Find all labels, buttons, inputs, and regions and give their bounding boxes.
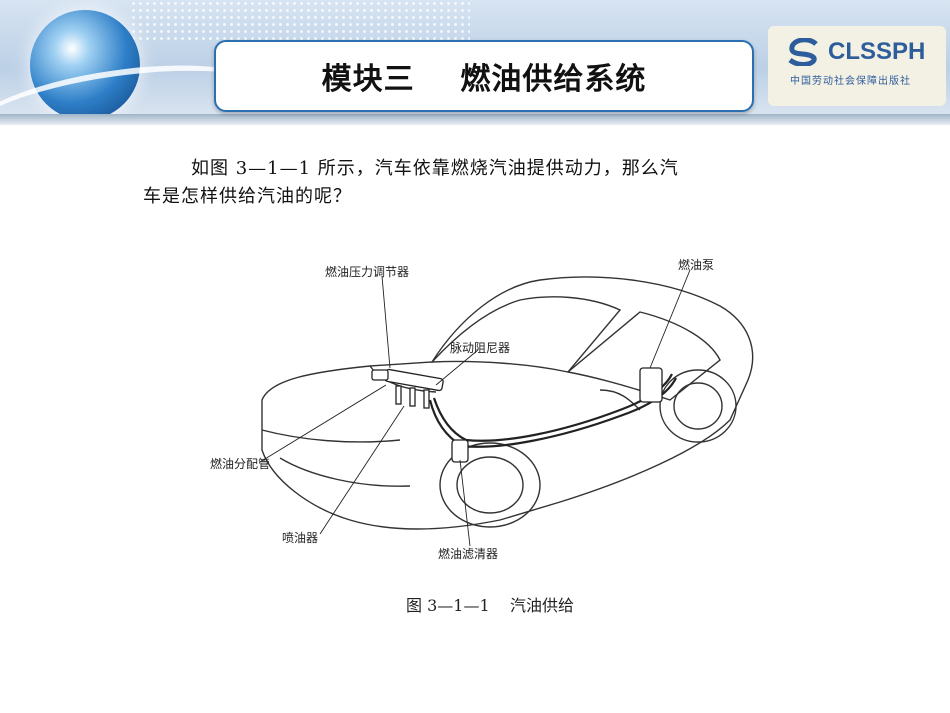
paragraph-line-2: 车是怎样供给汽油的呢？ xyxy=(143,186,352,207)
figure-caption: 图 3—1—1 汽油供给 xyxy=(406,596,574,615)
publisher-logo-text: CLSSPH xyxy=(828,38,926,65)
publisher-logo: CLSSPH 中国劳动社会保障出版社 xyxy=(768,26,946,106)
publisher-logo-subtitle: 中国劳动社会保障出版社 xyxy=(790,76,911,87)
fuel-rail-parts xyxy=(371,367,663,463)
car-outline xyxy=(261,276,754,530)
label-injector: 喷油器 xyxy=(282,531,318,545)
intro-paragraph: 如图 3—1—1 所示，汽车依靠燃烧汽油提供动力，那么汽 车是怎样供给汽油的呢？ xyxy=(143,155,793,211)
label-pulsation-damper: 脉动阻尼器 xyxy=(450,340,510,355)
label-fuel-pump: 燃油泵 xyxy=(678,257,714,272)
label-leader-lines xyxy=(259,269,691,547)
slide-title-box: 模块三 燃油供给系统 xyxy=(214,40,754,112)
paragraph-line-1: 如图 3—1—1 所示，汽车依靠燃烧汽油提供动力，那么汽 xyxy=(191,158,679,179)
globe-icon xyxy=(30,10,140,120)
slide-title: 模块三 燃油供给系统 xyxy=(321,62,647,97)
publisher-logo-icon xyxy=(788,38,818,66)
header-dot-pattern xyxy=(130,0,470,42)
fuel-lines xyxy=(428,373,677,448)
label-fuel-filter: 燃油滤清器 xyxy=(438,546,498,561)
header-divider xyxy=(0,114,950,125)
fuel-system-diagram: 燃油压力调节器 燃油泵 脉动阻尼器 燃油分配管 喷油器 燃油滤清器 xyxy=(210,257,754,561)
label-pressure-regulator: 燃油压力调节器 xyxy=(325,264,409,279)
label-fuel-rail: 燃油分配管 xyxy=(210,456,270,471)
